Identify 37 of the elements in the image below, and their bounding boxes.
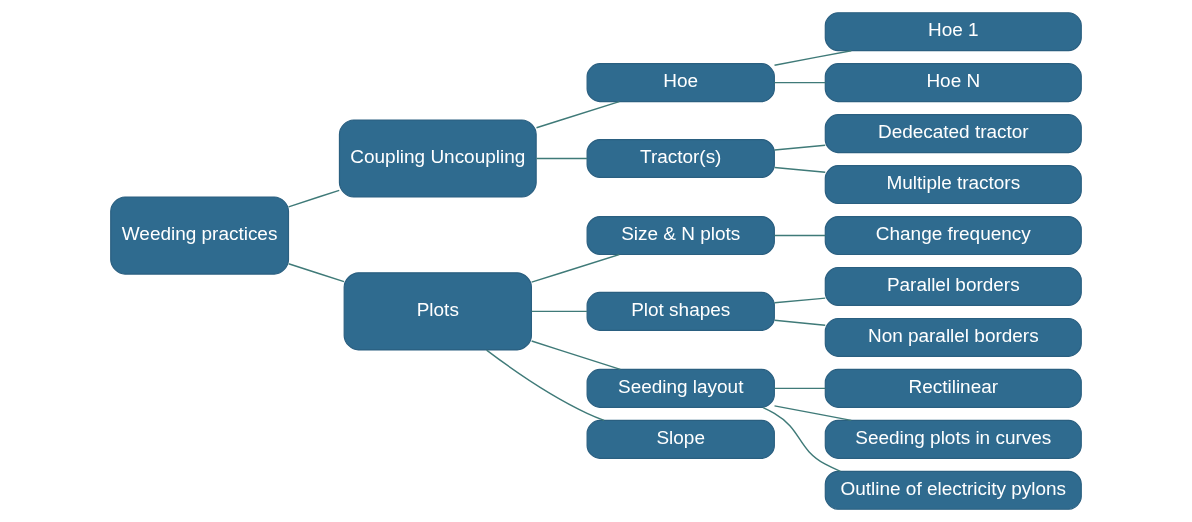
- connector: [773, 144, 826, 151]
- node-box: Hoe 1: [824, 12, 1082, 52]
- connector: [530, 253, 620, 283]
- connector: [535, 157, 588, 160]
- connector: [773, 50, 852, 66]
- node-box: Seeding plots in curves: [824, 419, 1082, 459]
- connector: [287, 263, 345, 283]
- node-box: Non parallel borders: [824, 317, 1082, 357]
- connector: [773, 166, 826, 174]
- node-box: Rectilinear: [824, 368, 1082, 408]
- node-box: Plot shapes: [586, 291, 775, 331]
- node-box: Plots: [343, 272, 532, 351]
- connector: [773, 387, 826, 390]
- node-box: Multiple tractors: [824, 165, 1082, 205]
- node-box: Size & N plots: [586, 215, 775, 256]
- node-box: Parallel borders: [824, 266, 1082, 307]
- connector: [485, 349, 605, 422]
- connector: [530, 310, 588, 313]
- node-box: Slope: [586, 419, 775, 459]
- connector: [773, 297, 826, 304]
- node-box: Dedecated tractor: [824, 114, 1082, 154]
- connector: [773, 319, 826, 326]
- connector: [535, 100, 620, 129]
- connector: [773, 405, 852, 422]
- node-box: Weeding practices: [110, 196, 290, 275]
- node-box: Seeding layout: [586, 368, 775, 408]
- connector: [773, 234, 826, 237]
- node-box: Tractor(s): [586, 138, 775, 179]
- connector: [530, 340, 621, 371]
- node-box: Hoe N: [824, 63, 1082, 103]
- node-box: Change frequency: [824, 215, 1082, 256]
- node-box: Hoe: [586, 63, 775, 103]
- connector: [773, 81, 826, 84]
- connector: [762, 406, 842, 472]
- node-box: Outline of electricity pylons: [824, 470, 1082, 510]
- connector: [287, 189, 340, 208]
- node-box: Coupling Uncoupling: [338, 119, 537, 198]
